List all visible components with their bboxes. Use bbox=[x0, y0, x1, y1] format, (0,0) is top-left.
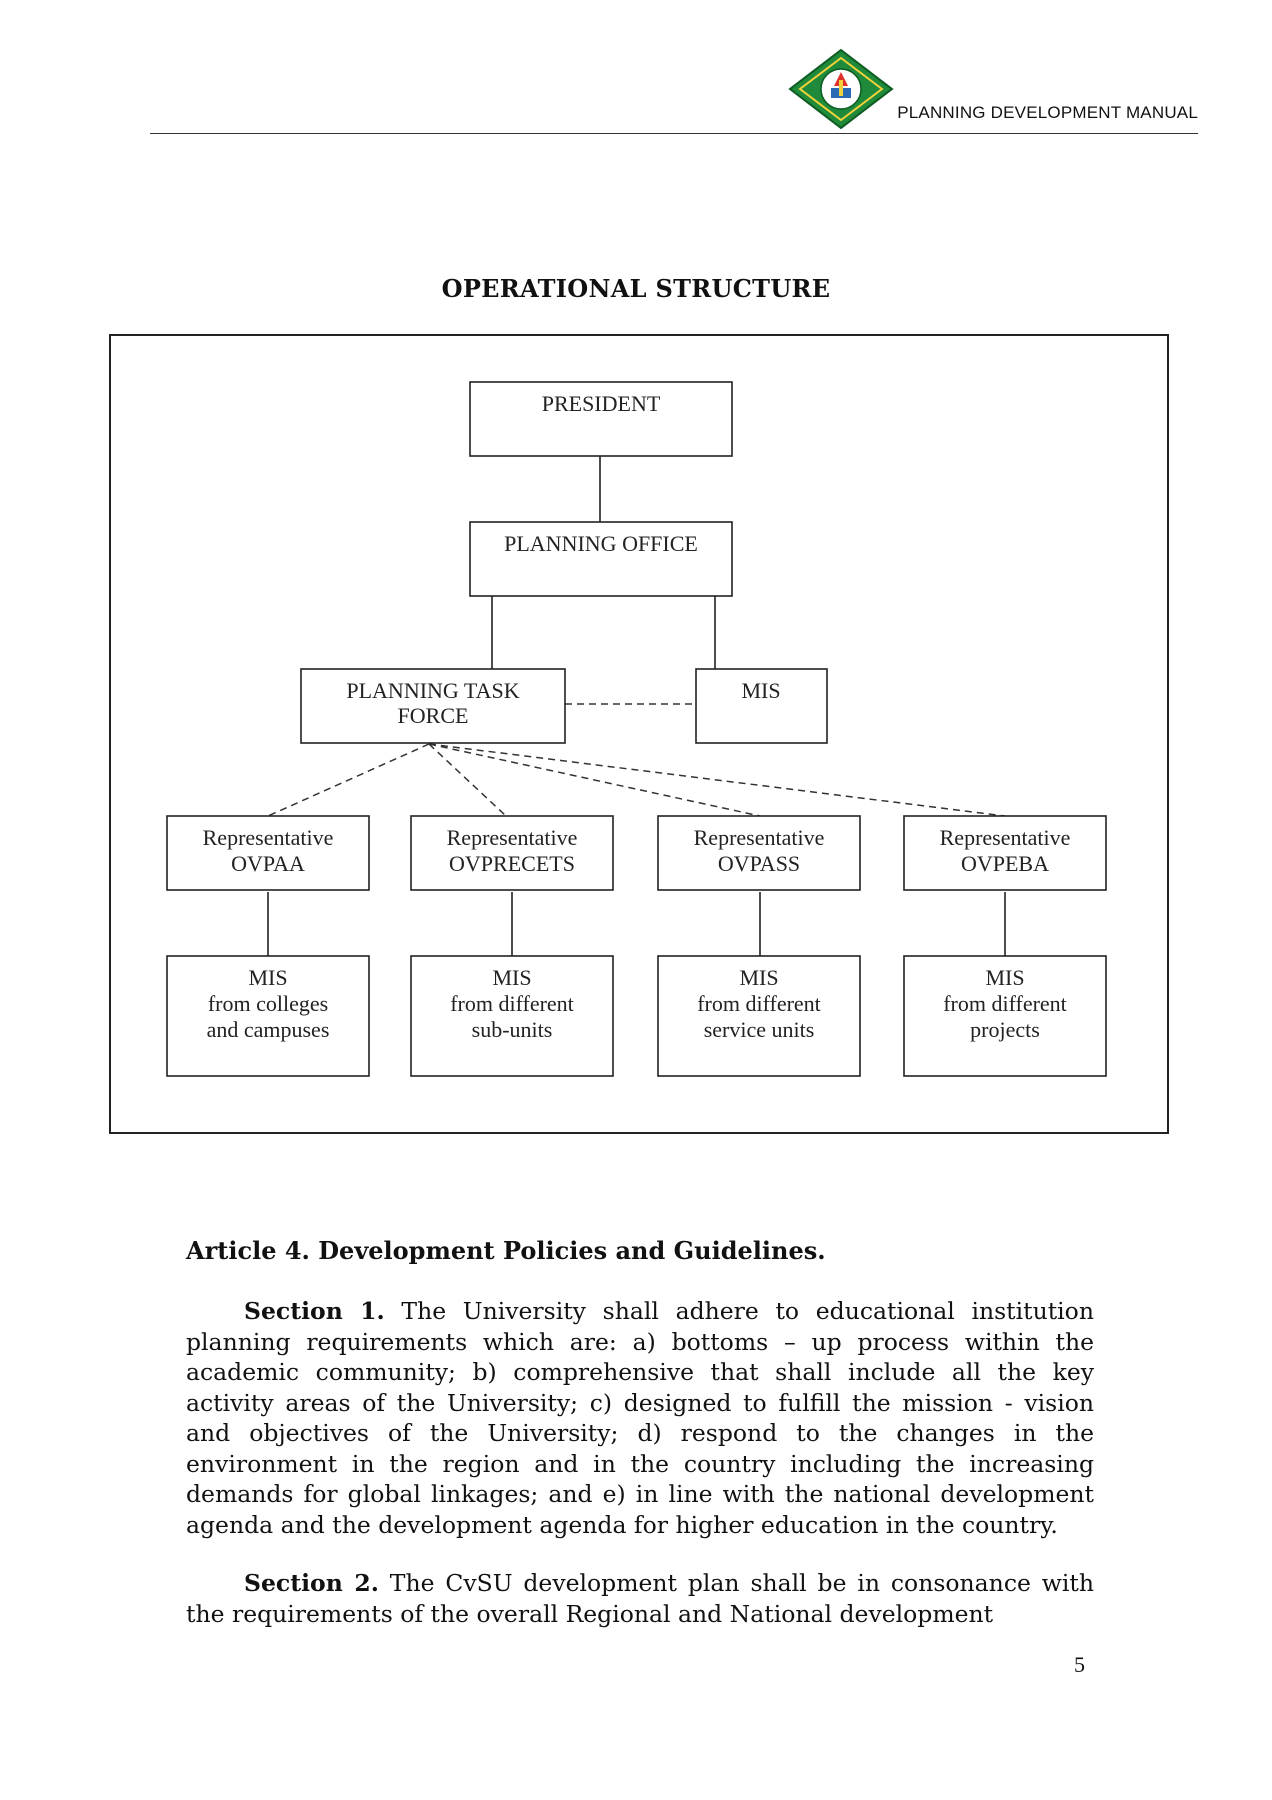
president-box bbox=[469, 381, 733, 457]
section-1-label: Section 1. bbox=[244, 1297, 385, 1325]
dashed-link-task-force-ovpeba bbox=[428, 743, 1006, 817]
mis-colleges-line2: from colleges bbox=[208, 991, 328, 1016]
rep-ovpass-line2: OVPASS bbox=[718, 851, 800, 876]
mis-sub-units-line3: sub-units bbox=[472, 1017, 553, 1042]
rep-ovprecets-box bbox=[410, 815, 614, 891]
rep-ovpeba-box bbox=[903, 815, 1107, 891]
mis-projects-line1: MIS bbox=[985, 965, 1024, 990]
section-2-paragraph: Section 2. The CvSU development plan sha… bbox=[186, 1568, 1094, 1629]
mis-service-units-line1: MIS bbox=[739, 965, 778, 990]
rep-ovpeba-line1: Representative bbox=[940, 825, 1071, 850]
mis-projects-box bbox=[903, 955, 1107, 1077]
section-2-label: Section 2. bbox=[244, 1569, 379, 1597]
mis-projects-line2: from different bbox=[943, 991, 1067, 1016]
university-seal-logo-icon bbox=[788, 48, 894, 130]
header-title: PLANNING DEVELOPMENT MANUAL bbox=[897, 103, 1198, 122]
mis-service-units-line2: from different bbox=[697, 991, 821, 1016]
mis-sub-units-line1: MIS bbox=[492, 965, 531, 990]
mis-service-units-box bbox=[657, 955, 861, 1077]
rep-ovpeba-line2: OVPEBA bbox=[961, 851, 1049, 876]
mis-sub-units-line2: from different bbox=[450, 991, 574, 1016]
mis-projects-line3: projects bbox=[970, 1017, 1040, 1042]
dashed-link-task-force-ovpaa bbox=[267, 743, 430, 817]
page-title: OPERATIONAL STRUCTURE bbox=[441, 274, 831, 303]
page-number: 5 bbox=[1074, 1652, 1085, 1677]
rep-ovpaa-line1: Representative bbox=[203, 825, 334, 850]
rep-ovprecets-line1: Representative bbox=[447, 825, 578, 850]
mis-label: MIS bbox=[741, 678, 780, 703]
mis-colleges-line3: and campuses bbox=[207, 1017, 330, 1042]
task-force-label-line2: FORCE bbox=[398, 703, 469, 728]
dashed-link-task-force-ovpass bbox=[428, 743, 761, 817]
rep-ovpaa-box bbox=[166, 815, 370, 891]
mis-colleges-line1: MIS bbox=[248, 965, 287, 990]
mis-service-units-line3: service units bbox=[704, 1017, 815, 1042]
org-chart: PRESIDENT PLANNING OFFICE PLANNING TASK … bbox=[166, 381, 1107, 1077]
section-1-paragraph: Section 1. The University shall adhere t… bbox=[186, 1296, 1094, 1540]
rep-ovprecets-line2: OVPRECETS bbox=[449, 851, 575, 876]
section-2-text: The CvSU development plan shall be in co… bbox=[186, 1569, 1094, 1628]
rep-ovpaa-line2: OVPAA bbox=[231, 851, 305, 876]
mis-colleges-box bbox=[166, 955, 370, 1077]
dashed-link-task-force-ovprecets bbox=[428, 743, 507, 817]
article-heading: Article 4. Development Policies and Guid… bbox=[186, 1236, 826, 1265]
rep-ovpass-line1: Representative bbox=[694, 825, 825, 850]
planning-office-box bbox=[469, 521, 733, 597]
org-chart-frame bbox=[109, 334, 1169, 1134]
planning-task-force-box bbox=[300, 668, 566, 744]
mis-box bbox=[695, 668, 828, 744]
mis-sub-units-box bbox=[410, 955, 614, 1077]
rep-ovpass-box bbox=[657, 815, 861, 891]
president-label: PRESIDENT bbox=[542, 391, 661, 416]
header-divider bbox=[150, 133, 1198, 134]
planning-office-label: PLANNING OFFICE bbox=[504, 531, 698, 556]
section-1-text: The University shall adhere to education… bbox=[186, 1297, 1094, 1539]
task-force-label-line1: PLANNING TASK bbox=[346, 678, 519, 703]
